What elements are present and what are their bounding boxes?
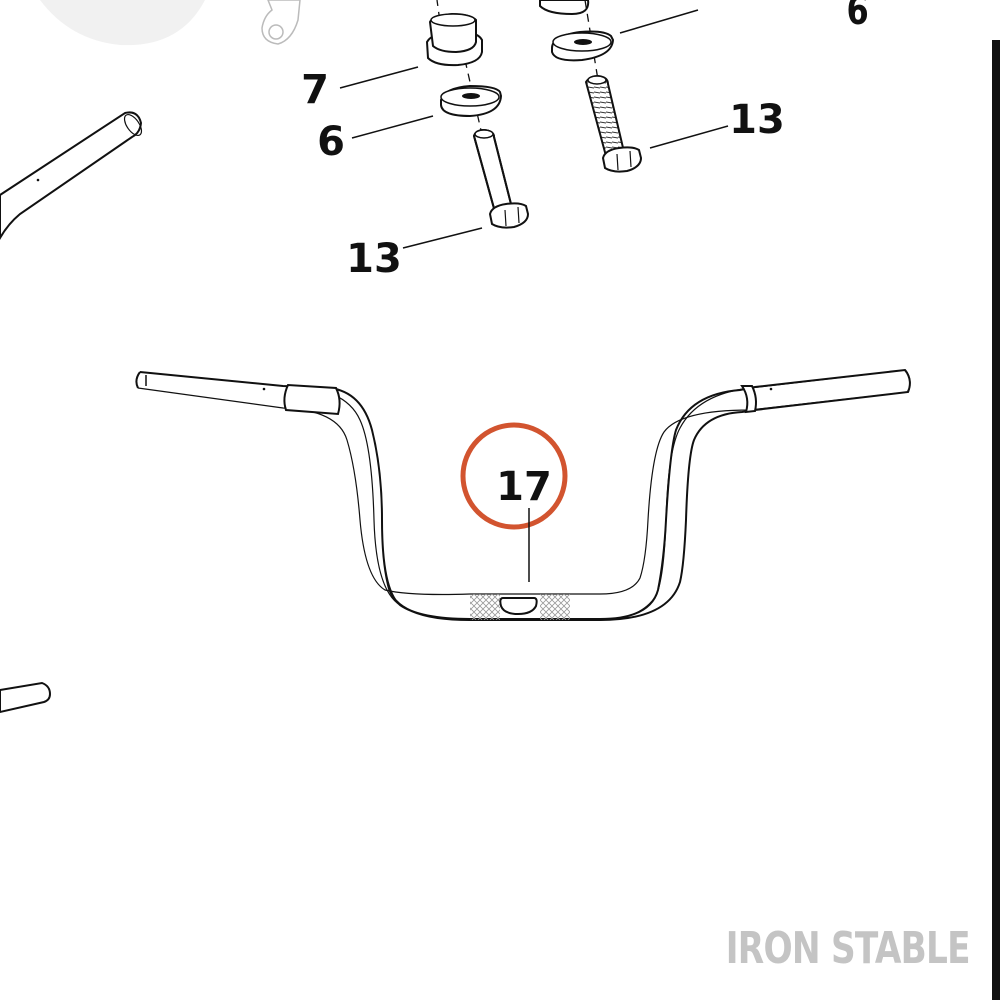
bolt-icon [472, 128, 530, 229]
leader-6-top [619, 9, 699, 34]
callout-17: 17 [496, 464, 552, 510]
callout-6-top: 6 [846, 0, 868, 34]
callout-7: 7 [301, 67, 329, 113]
watermark-text: IRON STABLE [726, 923, 971, 974]
knurl-left [470, 594, 500, 620]
callout-13-right: 13 [729, 97, 785, 143]
knurl-right [540, 594, 570, 620]
riser-top-right [539, 0, 590, 16]
axis-line-top [436, 0, 441, 23]
riser-icon [425, 12, 483, 67]
leader-13-left [402, 227, 483, 249]
background-blob [40, 0, 205, 46]
leader-6-left [351, 115, 434, 139]
right-edge-bar [992, 40, 1000, 1000]
handlebar-icon [135, 368, 911, 621]
callout-6-left: 6 [317, 119, 345, 165]
leader-13-right [649, 125, 729, 149]
handlebar-partial-upper [0, 111, 143, 241]
highlight-circle [460, 422, 568, 530]
leader-7 [339, 66, 419, 89]
washer-icon [440, 84, 503, 118]
washer-right-icon [551, 30, 615, 62]
callout-13-left: 13 [346, 236, 402, 282]
riser-clamp-ghost-icon [261, 0, 301, 45]
highlight-callout-17: 17 [460, 422, 568, 582]
bolt-right-icon [584, 74, 643, 173]
handlebar-partial-lower [0, 681, 52, 714]
